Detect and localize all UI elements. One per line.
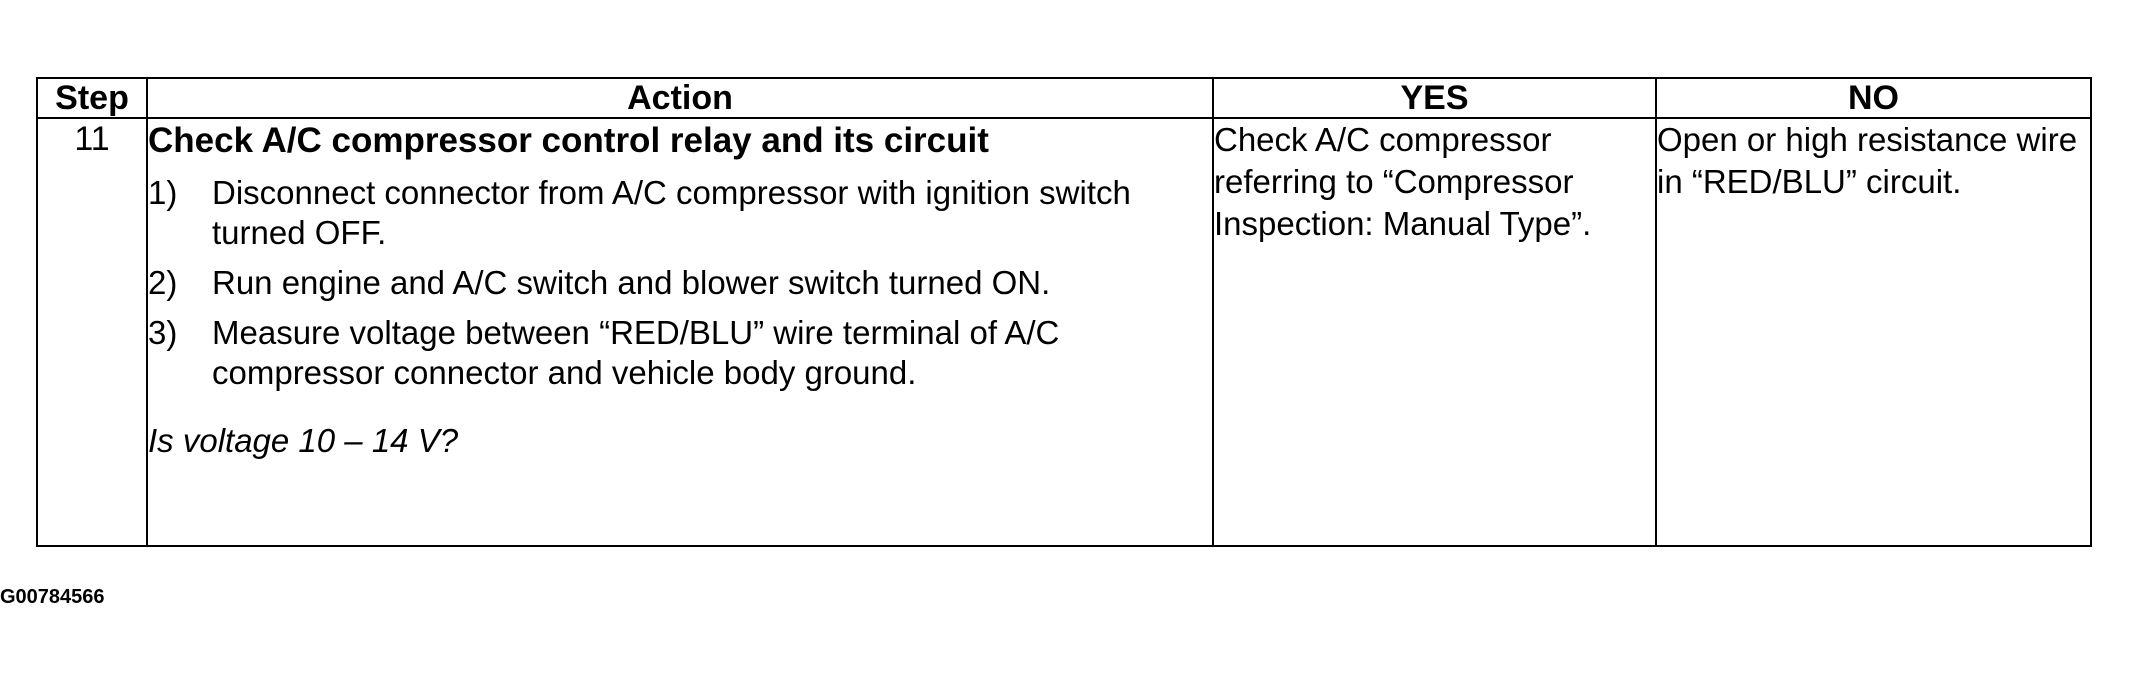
sub-step-3: 3) Measure voltage between “RED/BLU” wir… (148, 313, 1212, 393)
table-row: 11 Check A/C compressor control relay an… (36, 117, 2092, 547)
sub-step-number: 2) (148, 264, 178, 301)
sub-step-number: 1) (148, 174, 178, 211)
document-id: G00784566 (0, 586, 105, 608)
step-number: 11 (36, 117, 148, 547)
sub-step-text: Measure voltage between “RED/BLU” wire t… (212, 314, 1060, 391)
yes-result: Check A/C compressor referring to “Compr… (1212, 117, 1657, 547)
diagnostic-table-container: Step Action YES NO 11 Check A/C compress… (36, 77, 2092, 547)
no-result: Open or high resistance wire in “RED/BLU… (1655, 117, 2092, 547)
header-action: Action (146, 77, 1214, 119)
sub-step-1: 1) Disconnect connector from A/C compres… (148, 173, 1212, 253)
table-header-row: Step Action YES NO (36, 77, 2092, 119)
sub-step-number: 3) (148, 314, 178, 351)
diagnostic-table: Step Action YES NO 11 Check A/C compress… (36, 77, 2092, 547)
header-no: NO (1655, 77, 2092, 119)
sub-step-2: 2) Run engine and A/C switch and blower … (148, 263, 1212, 303)
sub-step-text: Run engine and A/C switch and blower swi… (212, 264, 1051, 301)
header-step: Step (36, 77, 148, 119)
action-question: Is voltage 10 – 14 V? (148, 422, 459, 459)
sub-step-text: Disconnect connector from A/C compressor… (212, 174, 1131, 251)
action-title: Check A/C compressor control relay and i… (148, 121, 989, 160)
action-cell: Check A/C compressor control relay and i… (146, 117, 1214, 547)
header-yes: YES (1212, 77, 1657, 119)
